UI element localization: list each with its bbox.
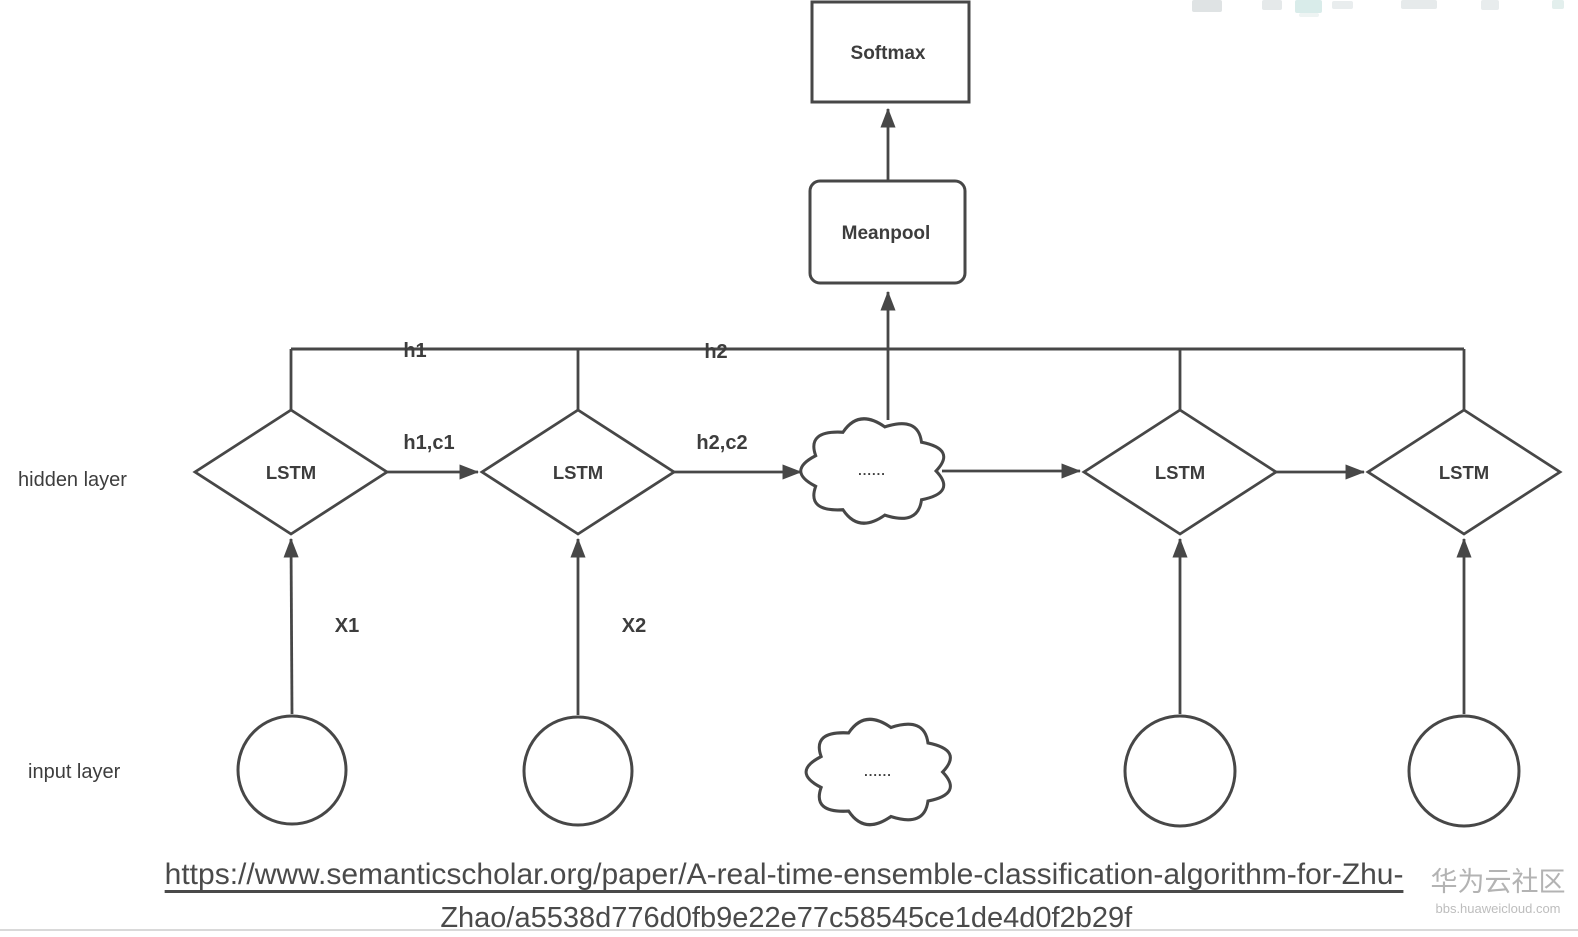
lstm-diamond-1 [192, 408, 390, 536]
artifact-smudge [1262, 0, 1282, 10]
meanpool-box [808, 179, 967, 285]
lstm-label-2: LSTM [553, 462, 603, 483]
artifact-smudge [1332, 1, 1353, 9]
arrow-input1-to-lstm1 [283, 537, 299, 715]
input-circle-4 [1407, 714, 1521, 828]
lstm-label-3: LSTM [1155, 462, 1205, 483]
artifact-smudge [1552, 0, 1564, 9]
input-layer-label: input layer [28, 761, 121, 783]
hidden-layer-label: hidden layer [18, 469, 127, 491]
meanpool-label: Meanpool [842, 223, 931, 244]
lstm-diamond-3 [1081, 408, 1279, 536]
lstm-diamond-4 [1365, 408, 1563, 536]
input-circle-1 [236, 714, 348, 826]
citation-url-line1[interactable]: https://www.semanticscholar.org/paper/A-… [164, 858, 1404, 891]
top-edge-artifacts [0, 0, 1578, 17]
input-cloud-dots: ...... [864, 764, 892, 779]
artifact-smudge [1401, 0, 1437, 9]
artifact-smudge [1295, 0, 1322, 13]
edge-label-h1c1: h1,c1 [403, 432, 454, 454]
softmax-label: Softmax [851, 43, 926, 64]
edge-label-h2: h2 [704, 341, 727, 363]
input-layer-cloud [804, 717, 952, 827]
bottom-divider [0, 929, 1578, 931]
artifact-smudge [1299, 13, 1319, 17]
softmax-box [810, 0, 971, 104]
input-circle-2 [522, 715, 634, 827]
hidden-cloud-dots: ...... [858, 463, 886, 478]
lstm-label-1: LSTM [266, 462, 316, 483]
artifact-smudge [1481, 0, 1499, 10]
edge-label-h1: h1 [403, 340, 426, 362]
edge-label-x2: X2 [622, 615, 646, 637]
artifact-smudge [1192, 0, 1222, 12]
citation-url-line2[interactable]: Zhao/a5538d776d0fb9e22e77c58545ce1de4d0f… [440, 902, 1133, 934]
lstm-label-4: LSTM [1439, 462, 1489, 483]
lstm-diamond-2 [479, 408, 677, 536]
input-circle-3 [1123, 714, 1237, 828]
edge-label-x1: X1 [335, 615, 359, 637]
edge-label-h2c2: h2,c2 [696, 432, 747, 454]
